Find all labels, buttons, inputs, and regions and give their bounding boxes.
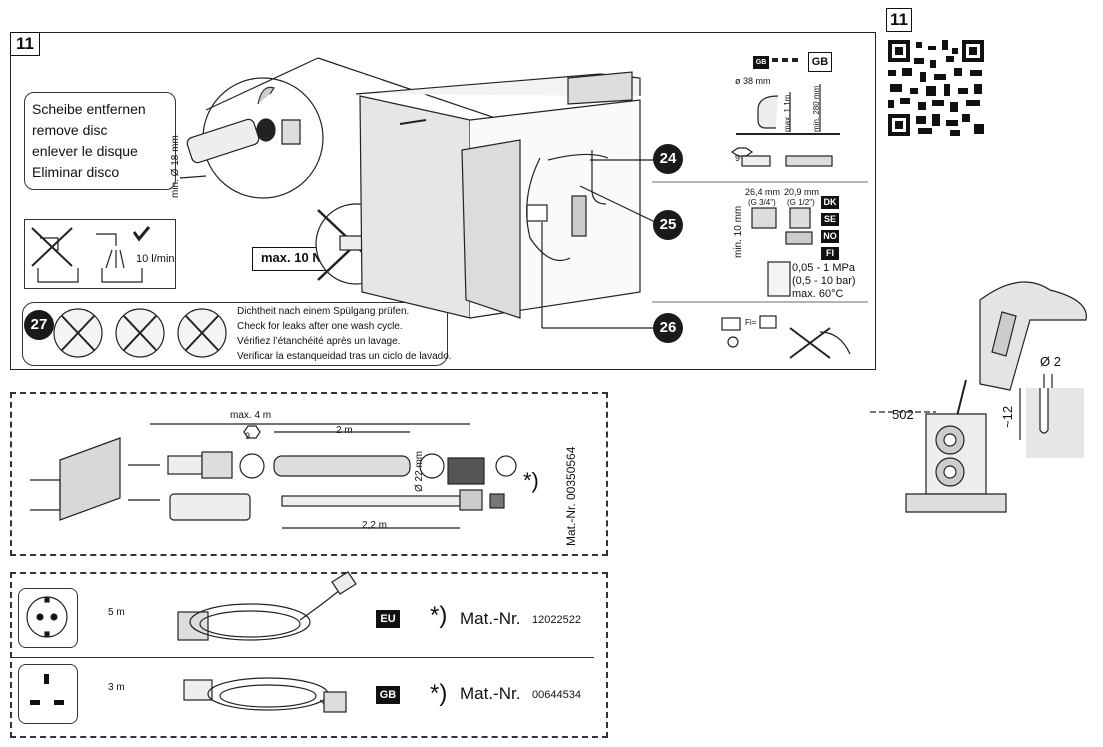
cable-gb-asterisk: *) (430, 680, 448, 707)
thread-g-2: (G 1/2") (787, 198, 815, 207)
flag-no: NO (821, 230, 839, 243)
min-diameter-label: min. Ø 18 mm (170, 135, 181, 198)
eu-socket-icon (18, 588, 78, 648)
gb-flag-small: GB (753, 56, 769, 69)
cable-eu-flag: EU (376, 610, 400, 628)
gb-flag-large: GB (808, 52, 832, 72)
thread-g-1: (G 3/4") (748, 198, 776, 207)
extension-kit-box (10, 392, 608, 556)
drill-code: 502 (892, 407, 914, 422)
disc-label-es: Eliminar disco (32, 164, 120, 180)
cable-gb-mat-label: Mat.-Nr. (460, 684, 521, 703)
pressure-mpa: 0,05 - 1 MPa (792, 262, 855, 274)
pressure-bar: (0,5 - 10 bar) (792, 275, 856, 287)
cable-eu-mat-nr: 12022522 (532, 614, 581, 626)
flag-se: SE (821, 213, 839, 226)
flow-rate-box (24, 219, 176, 289)
drain-diameter: ø 38 mm (735, 76, 771, 86)
qr-step-number: 11 (886, 8, 912, 32)
ext-clip-label: 9 (245, 431, 251, 441)
installation-panel (10, 32, 876, 370)
flag-dk: DK (821, 196, 839, 209)
cable-gb-flag: GB (376, 686, 400, 704)
thread-min-length: min. 10 mm (733, 205, 744, 258)
callout-27: 27 (24, 310, 54, 340)
cable-divider (12, 657, 594, 658)
thread-size-2: 20,9 mm (784, 187, 820, 197)
flag-fi: FI (821, 247, 839, 260)
ext-asterisk: *) (523, 468, 539, 493)
ext-max-length: max. 4 m (230, 410, 272, 421)
drain-min-height: min. 280 mm (812, 85, 821, 132)
power-cable-box (10, 572, 608, 738)
cable-eu-asterisk: *) (430, 602, 448, 629)
flow-rate-label: 10 l/min (136, 253, 175, 265)
ext-diameter: Ø 22 mm (414, 450, 425, 492)
drill-illustration (870, 281, 1087, 513)
drain-max-height: max. 1,1m (783, 94, 792, 132)
hose-clip-9-label: 9 (735, 153, 741, 163)
leak-check-de: Dichtheit nach einem Spülgang prüfen. (237, 306, 410, 317)
qr-code (886, 38, 986, 138)
disc-label-fr: enlever le disque (32, 143, 138, 159)
cable-gb-length: 3 m (108, 682, 125, 693)
leak-check-box (22, 302, 448, 366)
cable-gb-mat-nr: 00644534 (532, 689, 581, 701)
callout-25: 25 (653, 210, 683, 240)
callout-26: 26 (653, 313, 683, 343)
step-number: 11 (10, 32, 40, 56)
leak-check-es: Verificar la estanqueidad tras un ciclo … (237, 351, 452, 362)
cable-eu-length: 5 m (108, 607, 125, 618)
max-torque-label: max. 10 Nm (261, 250, 334, 265)
ext-mat-nr: Mat.-Nr. 00350564 (564, 446, 578, 546)
disc-label-en: remove disc (32, 122, 108, 138)
ext-pipe-length: 2,2 m (362, 520, 388, 531)
disc-label-de: Scheibe entfernen (32, 101, 146, 117)
disc-label-box (24, 92, 176, 190)
fi-label: Fi= (745, 318, 757, 327)
cable-eu-mat-label: Mat.-Nr. (460, 609, 521, 628)
drill-diameter: Ø 2 (1040, 354, 1061, 369)
pressure-temp: max. 60°C (792, 288, 844, 300)
callout-24: 24 (653, 144, 683, 174)
gb-socket-icon (18, 664, 78, 724)
ext-hose-length: 2 m (336, 425, 353, 436)
drill-depth: ~12 (1000, 405, 1015, 428)
leak-check-fr: Vérifiez l’étanchéité après un lavage. (237, 336, 401, 347)
thread-size-1: 26,4 mm (745, 187, 781, 197)
leak-check-en: Check for leaks after one wash cycle. (237, 321, 403, 332)
